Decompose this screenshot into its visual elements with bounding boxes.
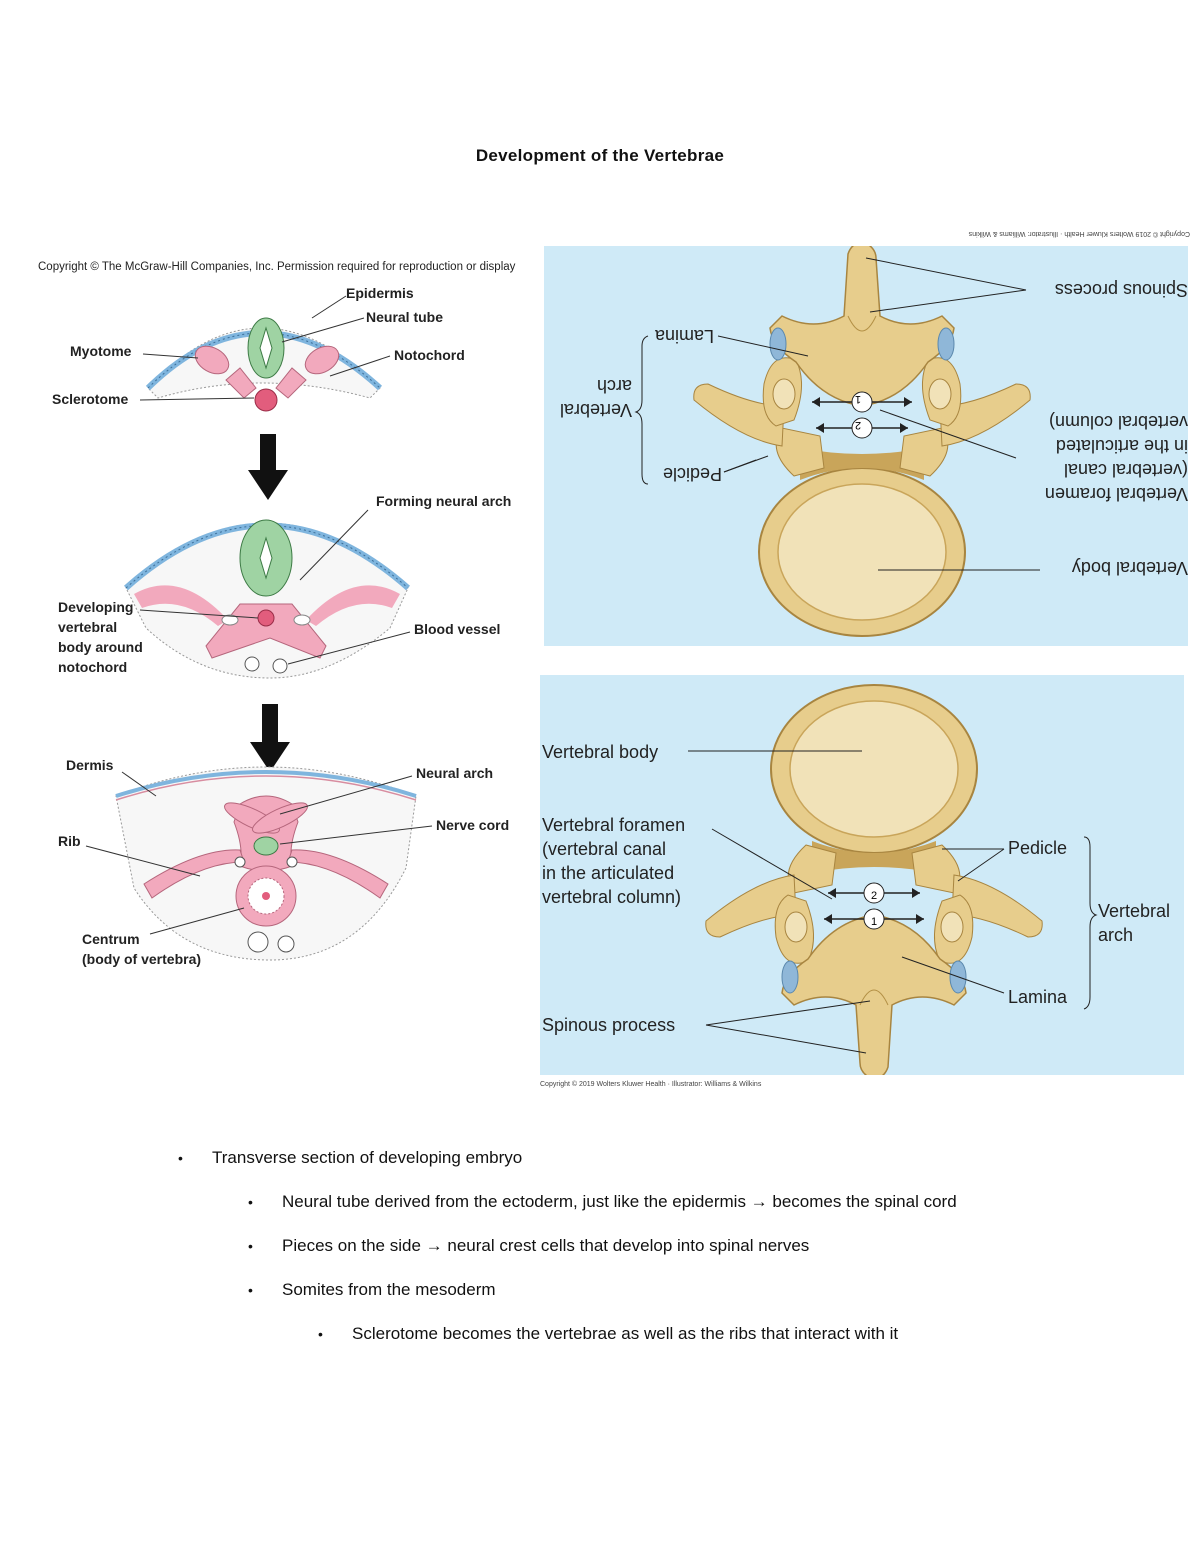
label-pedicle: Pedicle	[1008, 838, 1067, 858]
label-lamina: Lamina	[1008, 987, 1068, 1007]
page-title: Development of the Vertebrae	[475, 146, 725, 165]
label-foramen-2: (vertebral canal	[1064, 460, 1188, 480]
label-foramen-3: in the articulated	[542, 863, 674, 883]
label-vertebral-body: Vertebral body	[542, 742, 658, 762]
svg-text:Copyright © 2019 Wolters Kluwe: Copyright © 2019 Wolters Kluwer Health ·…	[540, 1080, 762, 1088]
label-vertebral-foramen: Vertebral foramen	[542, 815, 685, 835]
list-item: Sclerotome becomes the vertebrae as well…	[318, 1320, 1052, 1348]
down-arrow-icon	[248, 434, 288, 500]
label-arch-2: arch	[1098, 925, 1133, 945]
label-developing-1: Developing	[58, 599, 133, 615]
vertebra-panel: 2 1 Vertebral body Vertebral foramen (ve…	[540, 675, 1184, 1075]
label-centrum: Centrum	[82, 931, 140, 947]
canal-number-1: 1	[871, 916, 877, 928]
notes-list: Transverse section of developing embryo …	[178, 1144, 1052, 1348]
embryo-section-figure: Copyright © The McGraw-Hill Companies, I…	[38, 261, 516, 967]
canal-number-2: 2	[855, 419, 861, 431]
label-vertebral-body: Vertebral body	[1072, 558, 1188, 578]
list-item: Transverse section of developing embryo	[178, 1144, 1052, 1172]
label-neural-tube: Neural tube	[366, 309, 443, 325]
label-developing-4: notochord	[58, 659, 127, 675]
label-centrum-desc: (body of vertebra)	[82, 951, 201, 967]
label-lamina: Lamina	[654, 326, 714, 346]
label-arch-2: arch	[597, 376, 632, 396]
label-pedicle: Pedicle	[663, 464, 722, 484]
label-foramen-4: vertebral column)	[542, 887, 681, 907]
label-vertebral-foramen: Vertebral foramen	[1045, 484, 1188, 504]
canal-number-1: 1	[855, 393, 861, 405]
label-notochord: Notochord	[394, 347, 465, 363]
list-item: Neural tube derived from the ectoderm, j…	[248, 1188, 1052, 1216]
label-neural-arch: Neural arch	[416, 765, 493, 781]
label-developing-2: vertebral	[58, 619, 117, 635]
label-forming-neural-arch: Forming neural arch	[376, 493, 511, 509]
embryo-copyright: Copyright © The McGraw-Hill Companies, I…	[38, 261, 516, 273]
label-dermis: Dermis	[66, 757, 114, 773]
label-rib: Rib	[58, 833, 81, 849]
label-foramen-3: in the articulated	[1056, 436, 1188, 456]
inverted-copyright: Copyright © 2019 Wolters Kluwer Health ·…	[968, 230, 1190, 238]
embryo-stage-1: Myotome Sclerotome Epidermis Neural tube…	[52, 285, 465, 412]
label-arch-1: Vertebral	[1098, 901, 1170, 921]
down-arrow-icon	[250, 704, 290, 772]
label-epidermis: Epidermis	[346, 285, 414, 301]
label-sclerotome: Sclerotome	[52, 391, 128, 407]
vertebra-panel-inverted: 2 1 Vertebral body Vertebral foramen (ve…	[544, 246, 1188, 646]
upright-copyright: Copyright © 2019 Wolters Kluwer Health ·…	[540, 1080, 762, 1088]
svg-text:Copyright © 2019 Wolters Kluwe: Copyright © 2019 Wolters Kluwer Health ·…	[968, 230, 1190, 238]
label-nerve-cord: Nerve cord	[436, 817, 509, 833]
label-developing-3: body around	[58, 639, 143, 655]
label-myotome: Myotome	[70, 343, 132, 359]
label-foramen-4: vertebral column)	[1049, 412, 1188, 432]
canal-number-2: 2	[871, 890, 877, 902]
label-spinous-process: Spinous process	[1055, 280, 1188, 300]
list-item: Pieces on the side → neural crest cells …	[248, 1232, 1052, 1260]
list-item: Somites from the mesoderm	[248, 1276, 1052, 1304]
label-spinous-process: Spinous process	[542, 1015, 675, 1035]
label-foramen-2: (vertebral canal	[542, 839, 666, 859]
embryo-stage-2: Forming neural arch Developing vertebral…	[58, 493, 511, 679]
embryo-stage-3: Dermis Neural arch Nerve cord Rib Centru…	[58, 757, 509, 967]
label-blood-vessel: Blood vessel	[414, 621, 500, 637]
label-arch-1: Vertebral	[560, 400, 632, 420]
